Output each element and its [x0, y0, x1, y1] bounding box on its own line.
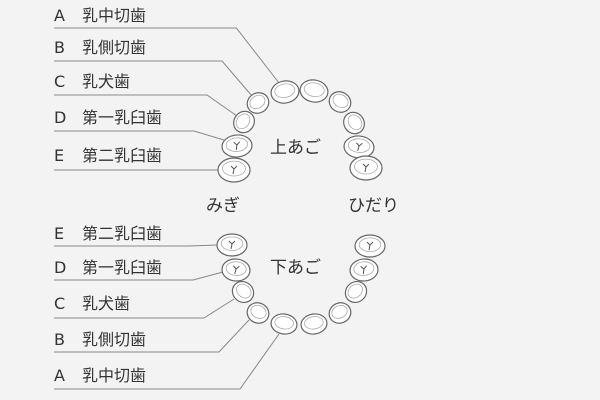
- upper-label-a: A 乳中切歯: [54, 6, 146, 26]
- upper-label-c: C 乳犬歯: [54, 72, 130, 92]
- lower-tooth-d-right: [221, 258, 251, 282]
- leader-lines: [54, 27, 280, 390]
- lower-label-c: C 乳犬歯: [54, 294, 130, 314]
- lower-label-b: B 乳側切歯: [54, 330, 146, 350]
- side-label-right: みぎ: [206, 196, 240, 216]
- upper-label-b-letter: B: [54, 38, 65, 57]
- lower-label-a-letter: A: [54, 366, 65, 385]
- upper-label-d-letter: D: [54, 108, 67, 127]
- upper-tooth-b-right: [246, 92, 270, 114]
- lower-label-d-name: 第一乳臼歯: [82, 258, 163, 277]
- upper-jaw-label: 上あご: [270, 138, 321, 158]
- lower-tooth-e-left: [354, 234, 386, 258]
- upper-tooth-d-right: [221, 134, 253, 158]
- upper-label-e-letter: E: [54, 146, 65, 165]
- upper-label-b-name: 乳側切歯: [82, 38, 147, 57]
- upper-label-d: D 第一乳臼歯: [54, 108, 162, 128]
- upper-label-d-name: 第一乳臼歯: [82, 108, 163, 127]
- leader-line-lower-c: [54, 298, 235, 319]
- upper-tooth-a-left: [299, 79, 329, 103]
- leader-line-upper-a: [54, 27, 280, 84]
- lower-label-e: E 第二乳臼歯: [54, 224, 162, 244]
- lower-label-e-name: 第二乳臼歯: [82, 224, 163, 243]
- leader-line-lower-e: [54, 244, 219, 247]
- lower-label-b-name: 乳側切歯: [82, 330, 147, 349]
- lower-tooth-e-right: [216, 233, 248, 257]
- leader-line-upper-d: [54, 130, 225, 141]
- lower-label-d: D 第一乳臼歯: [54, 258, 162, 278]
- upper-label-c-name: 乳犬歯: [82, 72, 131, 91]
- upper-tooth-d-left: [343, 135, 375, 159]
- lower-label-b-letter: B: [54, 330, 65, 349]
- upper-tooth-c-left: [343, 111, 365, 135]
- lower-label-d-letter: D: [54, 258, 67, 277]
- upper-label-c-letter: C: [54, 72, 66, 91]
- leader-line-lower-b: [54, 319, 250, 353]
- upper-tooth-a-right: [270, 80, 300, 104]
- lower-label-a-name: 乳中切歯: [82, 366, 147, 385]
- upper-tooth-e-left: [349, 155, 383, 181]
- lower-tooth-a-left: [300, 313, 328, 335]
- lower-tooth-d-left: [349, 258, 379, 282]
- upper-tooth-e-right: [217, 157, 251, 183]
- lower-tooth-b-right: [246, 302, 270, 324]
- lower-tooth-b-left: [328, 302, 352, 324]
- leader-line-lower-a: [54, 333, 280, 390]
- lower-tooth-c-left: [344, 280, 368, 304]
- upper-label-a-letter: A: [54, 6, 65, 25]
- teeth: [216, 79, 386, 335]
- leader-line-upper-c: [54, 94, 238, 117]
- side-label-left: ひだり: [348, 196, 399, 216]
- upper-label-b: B 乳側切歯: [54, 38, 146, 58]
- lower-tooth-a-right: [270, 313, 298, 335]
- lower-label-e-letter: E: [54, 224, 65, 243]
- lower-label-c-letter: C: [54, 294, 66, 313]
- upper-label-e: E 第二乳臼歯: [54, 146, 162, 166]
- lower-label-a: A 乳中切歯: [54, 366, 146, 386]
- upper-tooth-b-left: [328, 91, 352, 113]
- upper-label-a-name: 乳中切歯: [82, 6, 147, 25]
- leader-line-upper-b: [54, 60, 253, 97]
- lower-tooth-c-right: [231, 280, 255, 304]
- lower-label-c-name: 乳犬歯: [82, 294, 131, 313]
- leader-line-lower-d: [54, 271, 224, 281]
- upper-label-e-name: 第二乳臼歯: [82, 146, 163, 165]
- lower-jaw-label: 下あご: [270, 258, 321, 278]
